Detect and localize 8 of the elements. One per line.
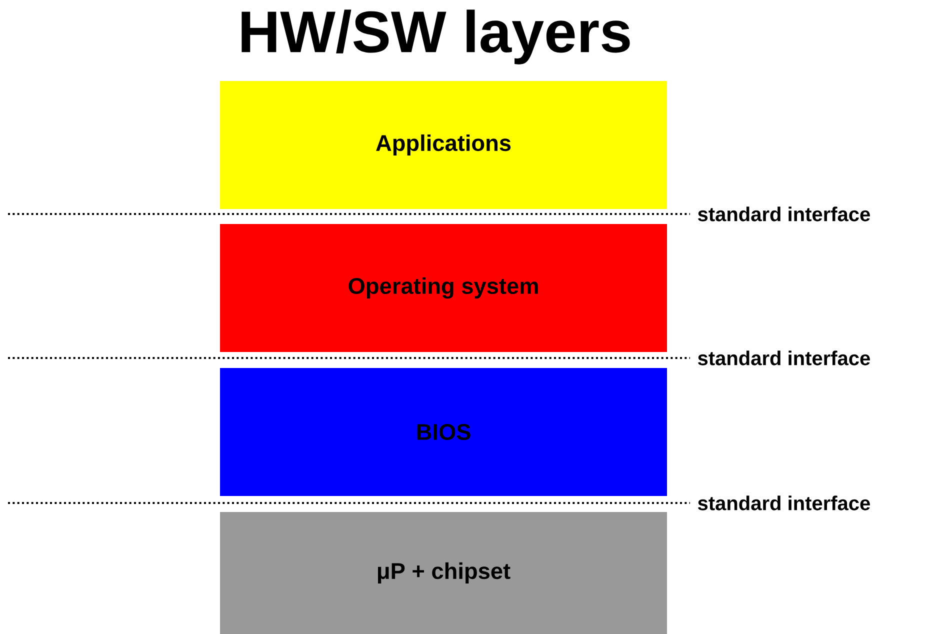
interface-label: standard interface [698, 496, 870, 510]
title: HW/SW layers [242, 10, 630, 64]
layer-box: Applications [220, 81, 667, 209]
interface-label: standard interface [698, 206, 870, 222]
interface-label: standard interface [698, 350, 870, 366]
layer-box: μP + chipset [220, 512, 667, 634]
layer-box: BIOS [220, 368, 667, 496]
layer-box: Operating system [220, 224, 667, 352]
